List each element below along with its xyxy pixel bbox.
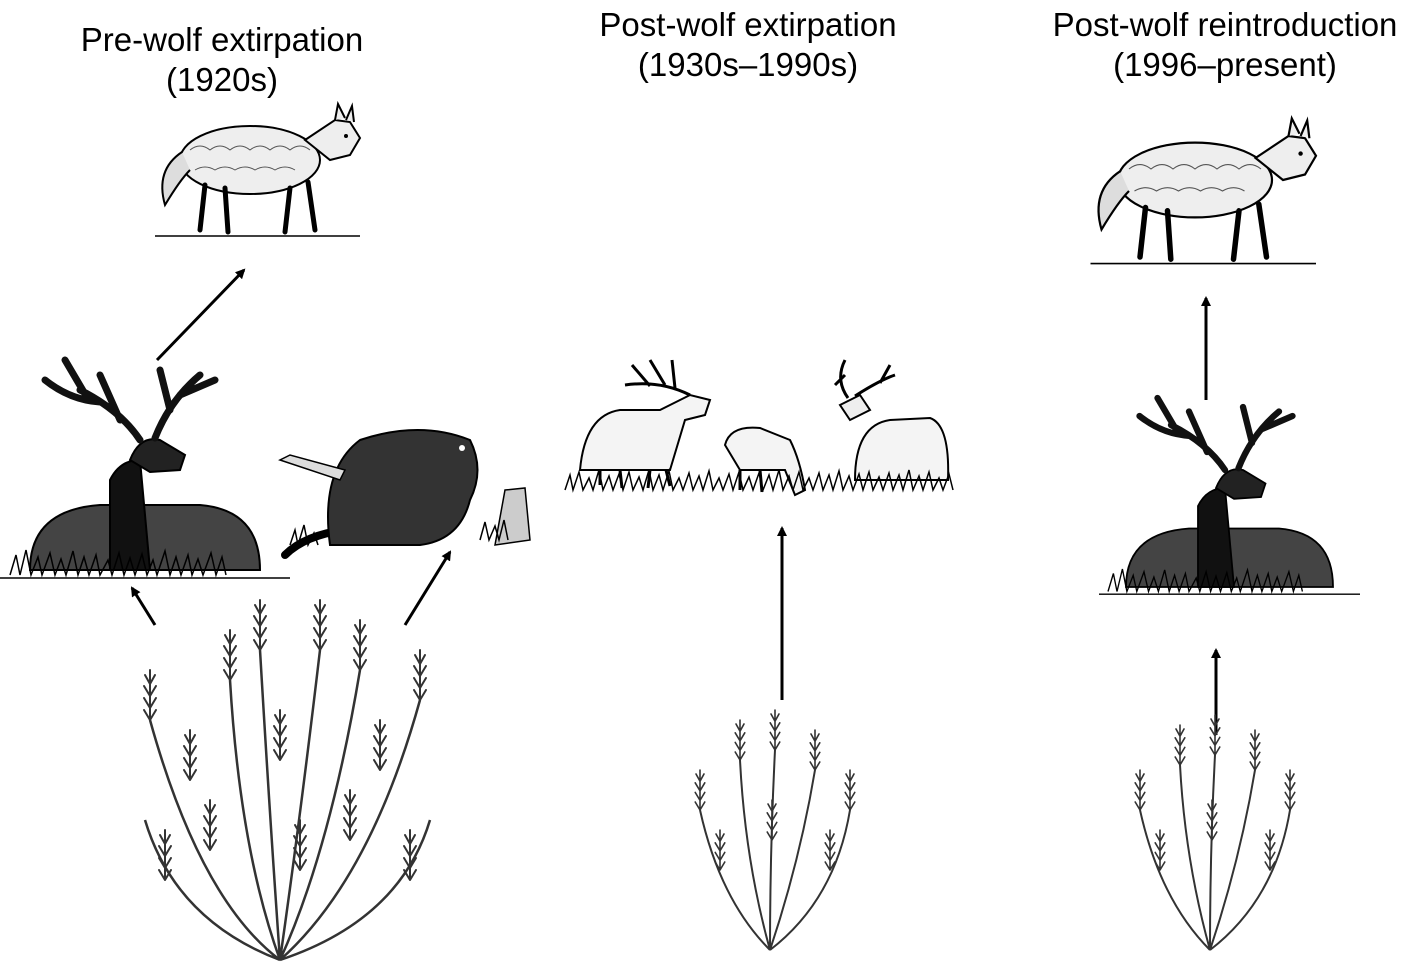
willow-icon <box>1135 715 1295 950</box>
wolf-icon <box>155 104 360 236</box>
panel-title-line2: (1996–present) <box>1035 45 1415 85</box>
willow-icon <box>695 710 855 950</box>
arrow-icon <box>132 588 155 625</box>
panel-post-wolf-reintroduction <box>1091 118 1361 950</box>
wolf-icon <box>1091 118 1317 263</box>
panel-pre-wolf-extirpation <box>0 104 530 960</box>
panel-title-line2: (1930s–1990s) <box>583 45 913 85</box>
arrow-icon <box>157 270 244 360</box>
panel-title-line1: Pre-wolf extirpation <box>72 20 372 60</box>
elk-icon <box>0 360 290 578</box>
panel-post-wolf-extirpation <box>565 360 953 950</box>
panel-title-pre-wolf-extirpation: Pre-wolf extirpation (1920s) <box>72 20 372 100</box>
panel-title-line2: (1920s) <box>72 60 372 100</box>
panel-title-post-wolf-extirpation: Post-wolf extirpation (1930s–1990s) <box>583 5 913 85</box>
beaver-icon <box>280 430 530 555</box>
arrow-icon <box>405 552 450 625</box>
elk-icon <box>1099 398 1360 594</box>
elk-herd-icon <box>565 360 953 495</box>
willow-icon <box>144 600 430 960</box>
panel-title-line1: Post-wolf reintroduction <box>1035 5 1415 45</box>
panel-title-post-wolf-reintroduction: Post-wolf reintroduction (1996–present) <box>1035 5 1415 85</box>
panel-title-line1: Post-wolf extirpation <box>583 5 913 45</box>
